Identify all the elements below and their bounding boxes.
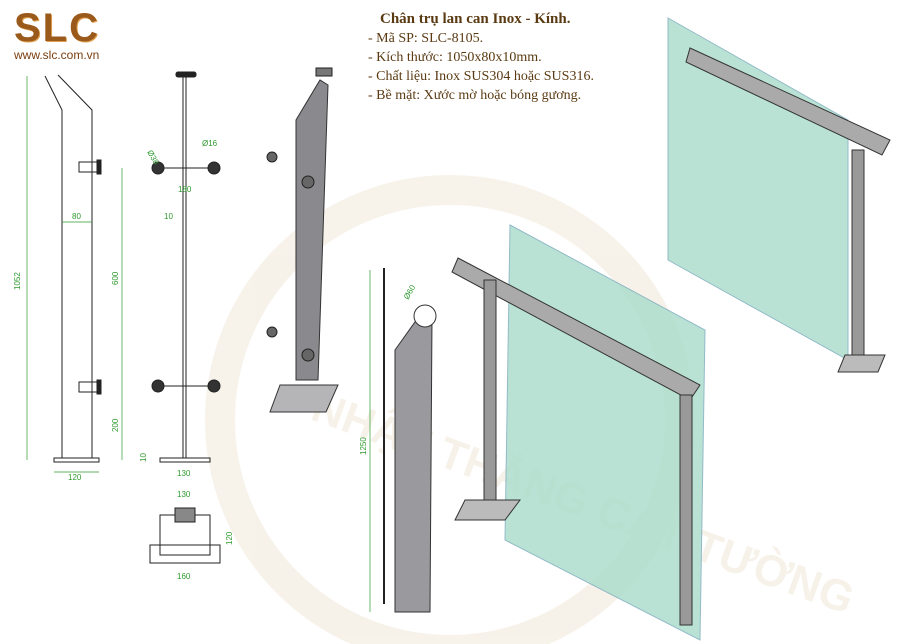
product-spec: Chân trụ lan can Inox - Kính. - Mã SP: S… (368, 10, 594, 105)
post-3d (266, 67, 339, 413)
spec-material: - Chất liệu: Inox SUS304 hoặc SUS316. (368, 69, 594, 84)
logo-url: www.slc.com.vn (14, 48, 100, 62)
side-dimensions (26, 76, 123, 473)
front-view (151, 71, 221, 463)
spec-finish: - Bề mặt: Xước mờ hoặc bóng gương. (368, 88, 582, 103)
plan-view (149, 507, 221, 564)
dim-rail-height: 1250 (359, 437, 368, 455)
dim-pin-dia: Ø16 (202, 139, 218, 148)
dim-rail-dia: Ø60 (402, 283, 418, 301)
railing-3d-back (667, 17, 891, 373)
dim-width: 80 (72, 212, 81, 221)
rail-section (369, 268, 437, 613)
spec-code: - Mã SP: SLC-8105. (368, 31, 484, 46)
brand-logo: SLC www.slc.com.vn (14, 8, 126, 62)
side-view (44, 74, 102, 463)
railing-3d-front (451, 224, 706, 641)
dim-spacing: 600 (111, 271, 120, 285)
logo-mark: SLC (14, 6, 100, 50)
dim-clamp-span: 180 (178, 185, 192, 194)
dim-plan-total: 160 (177, 572, 191, 581)
dim-bottom: 200 (111, 418, 120, 432)
dim-thickness: 10 (164, 212, 173, 221)
product-title: Chân trụ lan can Inox - Kính. (380, 11, 571, 27)
spec-size: - Kích thước: 1050x80x10mm. (368, 50, 542, 65)
dim-base-side: 120 (68, 473, 82, 482)
dim-base-front: 130 (177, 469, 191, 478)
dim-plan-depth: 120 (225, 531, 234, 545)
dim-base-thick: 10 (139, 453, 148, 462)
dim-plan-width: 130 (177, 490, 191, 499)
dim-height: 1052 (13, 272, 22, 290)
